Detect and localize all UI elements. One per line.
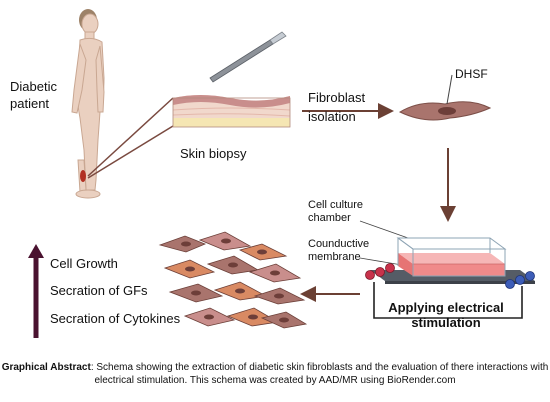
effect-arrow-head (28, 244, 44, 258)
patient-figure (71, 9, 105, 199)
effect-secretion-gfs: Secration of GFs (50, 283, 148, 298)
biopsy-line-upper (87, 97, 174, 177)
electrode-blue (505, 271, 535, 289)
circuit-bracket (373, 282, 523, 319)
label-conductive-membrane: Counductive membrane (308, 238, 370, 263)
caption-text: : Schema showing the extraction of diabe… (90, 362, 549, 386)
fibroblast-cluster (158, 231, 308, 329)
label-fibroblast-isolation: Fibroblast isolation (308, 90, 366, 124)
effect-secretion-cytokines: Secration of Cytokines (50, 311, 181, 326)
membrane-pointer (359, 257, 403, 266)
wound-mark (80, 170, 86, 182)
dhsf-cell (398, 101, 492, 121)
effect-cell-growth: Cell Growth (50, 256, 118, 271)
label-diabetic-patient: Diabetic patient (10, 79, 57, 111)
label-cell-culture-chamber: Cell culture chamber (308, 199, 364, 224)
biopsy-line-lower (87, 125, 174, 179)
scalpel-icon (209, 31, 287, 83)
culture-chamber (370, 237, 535, 284)
chamber-pointer (359, 220, 409, 239)
label-dhsf: DHSF (455, 67, 488, 81)
skin-sample (172, 95, 291, 128)
schema-diagram (28, 9, 535, 338)
electrode-red (365, 263, 395, 280)
label-skin-biopsy: Skin biopsy (180, 146, 247, 161)
caption: Graphical Abstract: Schema showing the e… (0, 361, 550, 387)
caption-title: Graphical Abstract (1, 362, 91, 373)
dhsf-pointer (446, 74, 453, 105)
label-applying-stimulation: Applying electrical stimulation (388, 300, 504, 330)
